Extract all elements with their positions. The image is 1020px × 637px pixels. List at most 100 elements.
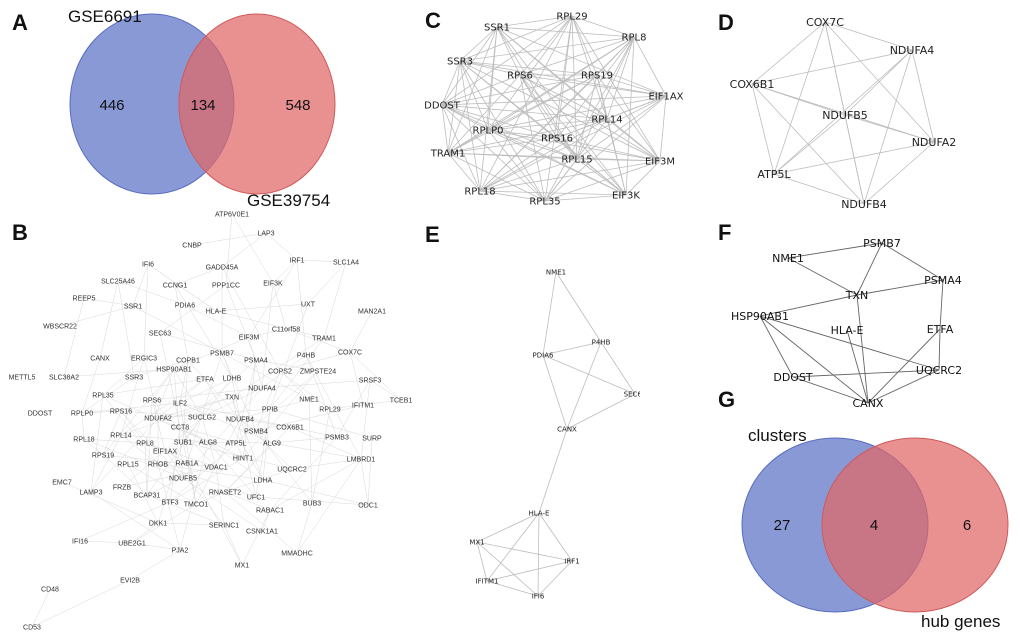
edge [519,74,661,162]
edge [486,560,573,582]
node-label: DDOST [424,101,461,112]
edge [269,436,338,511]
edge [242,359,257,459]
node-label: NDUFA4 [890,44,935,57]
node-label: RPS6 [143,397,161,404]
edge [179,402,291,428]
edge [441,95,667,106]
edge [576,158,661,162]
node-label: HSP90AB1 [731,310,789,323]
edge [487,118,608,131]
node-label: ALG9 [263,440,281,447]
edge [61,481,159,524]
edge [459,60,489,131]
edge [566,341,602,430]
edge [538,428,568,514]
node-label: RPL15 [117,461,139,468]
edge [329,399,402,410]
node-label: EIF3K [263,280,283,287]
node-label: ATP5L [757,168,791,181]
edge [367,437,373,506]
edge [751,83,775,175]
edge [556,137,661,162]
venn-a-right-count: 548 [285,97,310,114]
edge [195,491,226,505]
edge [63,368,175,378]
edge [83,438,104,456]
node-label: P4HB [297,352,316,359]
edge [143,263,149,359]
node-label: NDUFB4 [841,198,887,211]
node-label: PSMB3 [325,434,349,441]
edge [79,501,171,542]
node-label: RHOB [148,461,169,468]
node-label: SLC1A4 [333,259,359,266]
edge [441,74,521,106]
edge [447,152,546,202]
edge [773,49,913,175]
node-label: SSR3 [447,57,473,68]
edge [231,213,274,284]
edge [133,359,189,378]
edge [239,398,310,420]
edge [120,410,146,444]
edge [261,354,307,389]
node-label: SLC25A46 [101,278,135,285]
edge [844,114,935,143]
edge [131,542,181,551]
edge [496,15,573,28]
edge [179,359,189,404]
node-label: UXT [301,301,316,308]
edge [846,329,869,404]
node-label: METTL5 [9,374,36,381]
edges-e [476,271,636,597]
edge [519,74,667,97]
venn-diagram-g: clusters hub genes 27 4 6 [741,426,1009,631]
edge [271,436,338,444]
edge [571,15,578,160]
edge [255,496,369,506]
edge [633,36,667,97]
node-label: LMBRD1 [347,456,376,463]
edge [486,512,540,582]
edge [606,118,627,196]
edge [146,494,225,526]
edge [157,441,184,524]
edge [479,160,661,192]
edge [544,194,627,202]
edge [157,463,264,481]
edge [360,458,369,506]
edge [856,242,883,296]
edge [261,509,271,532]
edge [571,15,635,38]
edge [307,261,347,305]
node-label: CANX [90,355,110,362]
node-label: RPL14 [110,432,132,439]
edge [151,368,175,401]
edge [441,104,578,160]
edge [291,458,362,470]
edge [81,412,85,440]
edge [279,351,351,372]
edge [201,387,263,418]
edge [223,524,243,566]
edge [476,541,488,582]
edge [566,393,636,430]
panel-label-e: E [425,222,440,247]
node-label: EIF1AX [153,448,177,455]
edge [447,137,558,154]
node-label: BCAP31 [134,492,161,499]
node-label: SSR1 [124,303,142,310]
edge [248,259,298,338]
edge [447,36,635,154]
edge [224,442,273,493]
edge [606,36,635,120]
edge [296,259,307,356]
edge [174,284,233,379]
edge [519,74,608,120]
edge [182,387,263,479]
node-label: RPL18 [73,436,95,443]
node-label: TXN [845,289,868,302]
